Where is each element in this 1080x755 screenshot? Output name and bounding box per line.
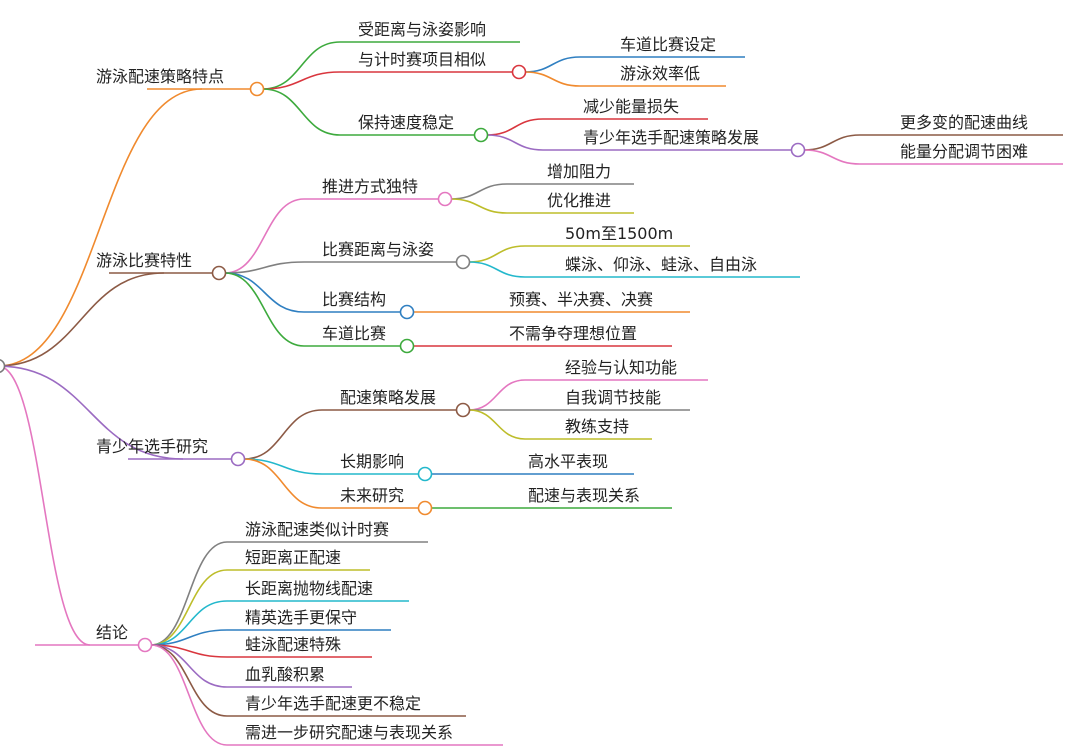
subtopic-node-dot[interactable] [455,402,471,418]
detail-link [524,71,581,87]
subtopic-link [262,41,341,90]
mindmap-links [0,41,1063,746]
detail-label: 50m至1500m [565,224,673,243]
subtopic-node-dot[interactable] [473,127,489,143]
detail-link [468,245,526,263]
subtopic-label: 长期影响 [340,452,404,471]
detail-label: 蝶泳、仰泳、蛙泳、自由泳 [565,255,757,274]
subtopic-label: 未来研究 [340,486,404,505]
leaf-label: 更多变的配速曲线 [900,113,1028,132]
subtopic-link [150,644,228,658]
detail-label: 配速与表现关系 [528,486,640,505]
subtopic-label: 长距离抛物线配速 [245,579,373,598]
subtopic-label: 比赛结构 [322,290,386,309]
detail-label: 青少年选手配速策略发展 [583,128,759,147]
detail-node-dot[interactable] [790,142,806,158]
subtopic-link [150,569,228,646]
branch-label: 结论 [96,623,128,642]
subtopic-link [150,600,228,646]
branch-label: 游泳比赛特性 [96,251,192,270]
subtopic-node-dot[interactable] [417,466,433,482]
detail-link [468,379,526,411]
detail-link [450,198,508,214]
subtopic-node-dot[interactable] [399,338,415,354]
detail-label: 车道比赛设定 [620,35,716,54]
detail-label: 预赛、半决赛、决赛 [509,290,653,309]
subtopic-link [224,261,305,274]
detail-label: 减少能量损失 [583,97,679,116]
subtopic-label: 需进一步研究配速与表现关系 [245,723,453,742]
branch-link [0,365,184,460]
subtopic-link [224,198,305,274]
subtopic-link [262,71,341,90]
subtopic-link [262,88,341,136]
detail-label: 高水平表现 [528,452,608,471]
leaf-link [803,134,861,151]
branch-label: 游泳配速策略特点 [96,67,224,86]
branch-node-dot[interactable] [137,637,153,653]
subtopic-link [150,541,228,646]
detail-link [468,261,526,278]
branch-link [0,272,165,367]
subtopic-node-dot[interactable] [417,500,433,516]
subtopic-label: 短距离正配速 [245,548,341,567]
subtopic-label: 保持速度稳定 [358,113,454,132]
subtopic-link [243,409,323,460]
subtopic-label: 游泳配速类似计时赛 [245,520,389,539]
detail-link [468,409,526,440]
branch-link [0,365,91,646]
subtopic-label: 青少年选手配速更不稳定 [245,694,421,713]
subtopic-node-dot[interactable] [455,254,471,270]
detail-label: 自我调节技能 [565,388,661,407]
subtopic-label: 受距离与泳姿影响 [358,20,486,39]
subtopic-node-dot[interactable] [437,191,453,207]
detail-link [450,183,508,200]
detail-label: 经验与认知功能 [565,358,677,377]
subtopic-link [243,458,323,509]
subtopic-label: 血乳酸积累 [245,665,325,684]
subtopic-link [243,458,323,475]
subtopic-link [224,272,305,313]
branch-node-dot[interactable] [230,451,246,467]
subtopic-label: 比赛距离与泳姿 [322,240,434,259]
subtopic-node-dot[interactable] [511,64,527,80]
subtopic-link [150,644,228,746]
branch-label: 青少年选手研究 [96,437,208,456]
subtopic-label: 推进方式独特 [322,177,418,196]
detail-label: 优化推进 [547,191,611,210]
subtopic-node-dot[interactable] [399,304,415,320]
detail-label: 增加阻力 [547,162,611,181]
subtopic-label: 精英选手更保守 [245,608,357,627]
detail-link [486,134,544,151]
branch-node-dot[interactable] [249,81,265,97]
subtopic-label: 蛙泳配速特殊 [245,635,341,654]
detail-label: 不需争夺理想位置 [509,324,637,343]
subtopic-link [150,644,228,717]
detail-label: 教练支持 [565,417,629,436]
subtopic-label: 配速策略发展 [340,388,436,407]
branch-link [0,88,203,367]
branch-node-dot[interactable] [211,265,227,281]
leaf-link [803,149,861,165]
subtopic-label: 车道比赛 [322,324,386,343]
subtopic-label: 与计时赛项目相似 [358,50,486,69]
detail-link [524,56,581,73]
detail-link [486,118,544,136]
root-node-dot[interactable] [0,358,6,374]
subtopic-link [224,272,305,347]
leaf-label: 能量分配调节困难 [900,142,1028,161]
detail-label: 游泳效率低 [620,64,700,83]
